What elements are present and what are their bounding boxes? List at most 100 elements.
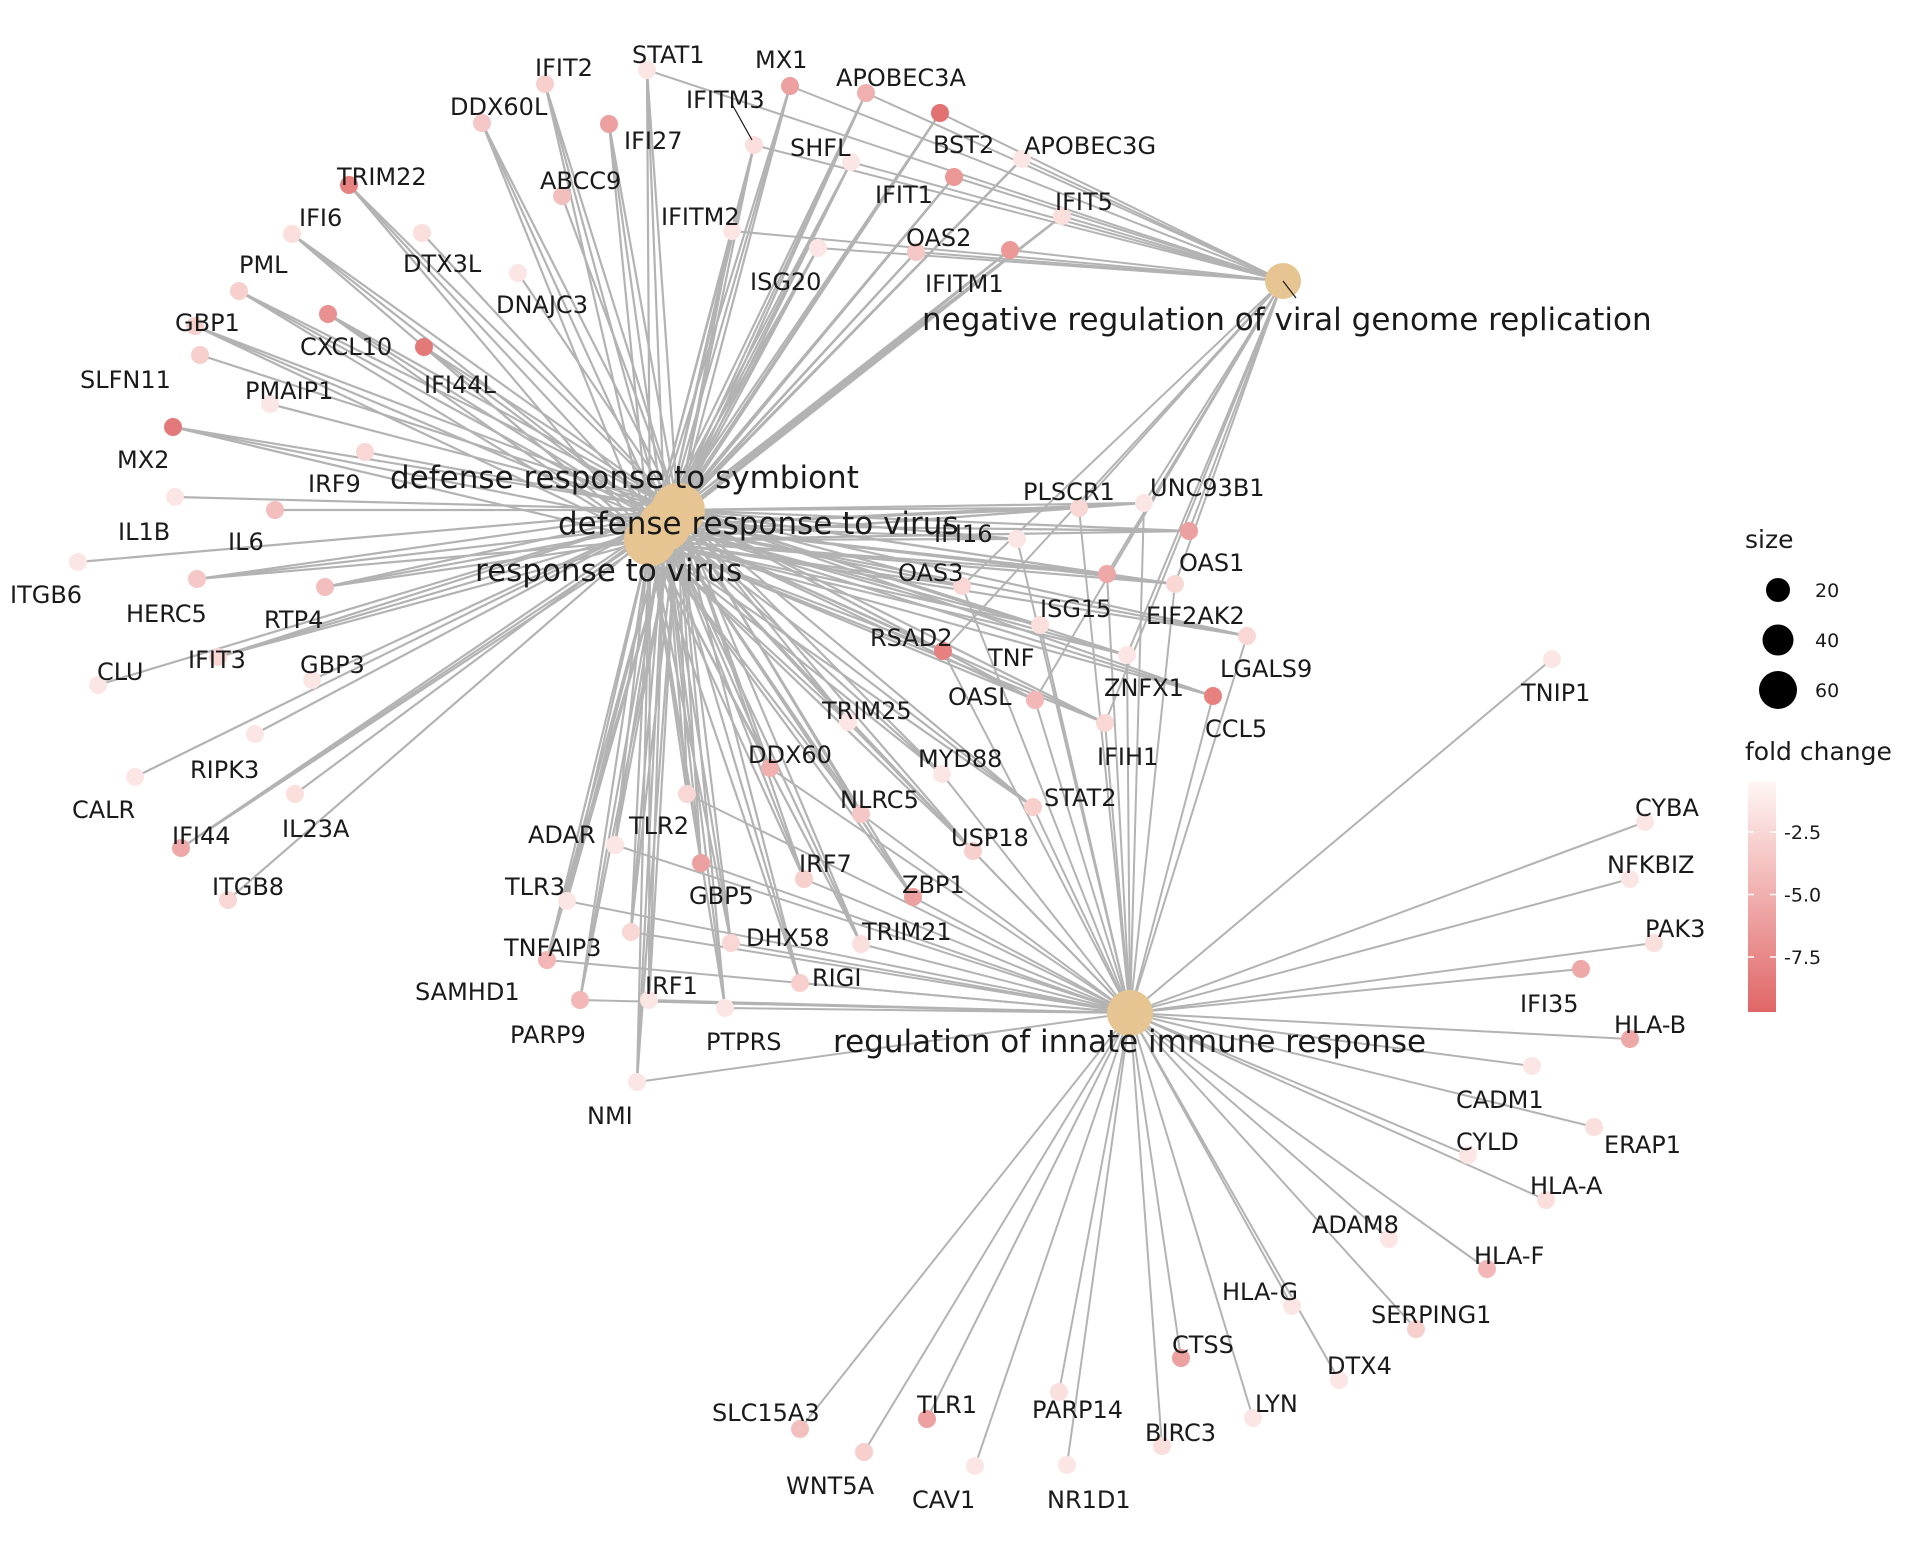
- edge: [663, 524, 733, 944]
- gene-node: [1070, 499, 1088, 517]
- gene-node: [1459, 1146, 1477, 1164]
- edge: [196, 523, 666, 581]
- gene-label: DTX3L: [403, 250, 482, 278]
- gene-node: [934, 642, 952, 660]
- gene-node: [1166, 575, 1184, 593]
- edge: [1058, 1012, 1131, 1393]
- gene-label: TNFAIP3: [503, 934, 601, 962]
- edge: [1129, 1012, 1340, 1381]
- gene-node: [1001, 241, 1019, 259]
- gene-label: TLR2: [628, 812, 689, 840]
- gene-label: SLFN11: [80, 366, 171, 394]
- gene-label: CYLD: [1456, 1128, 1519, 1156]
- gene-node: [1244, 1409, 1262, 1427]
- edge: [227, 509, 679, 901]
- gene-label: CLU: [97, 658, 144, 686]
- gene-label: MYD88: [918, 745, 1002, 773]
- gene-node: [1636, 813, 1654, 831]
- edge: [942, 650, 1131, 1014]
- gene-node: [1621, 870, 1639, 888]
- edge: [645, 69, 680, 511]
- gene-label: IFI44: [172, 822, 231, 850]
- gene-label: IRF9: [308, 470, 361, 498]
- gene-label: IFITM3: [686, 86, 765, 114]
- gene-node: [1008, 530, 1026, 548]
- gene-node: [1204, 687, 1222, 705]
- gene-node: [164, 418, 182, 436]
- gene-node: [1330, 1371, 1348, 1389]
- edge: [664, 523, 1106, 725]
- edge: [291, 233, 679, 511]
- gene-label: ABCC9: [540, 167, 621, 195]
- edge: [1129, 658, 1553, 1014]
- gene-node: [1645, 934, 1663, 952]
- edge: [1129, 635, 1248, 1014]
- edge: [1078, 507, 1131, 1014]
- edge: [1129, 502, 1145, 1014]
- edge: [196, 538, 651, 581]
- edge: [1129, 1012, 1182, 1359]
- gene-node: [1058, 1456, 1076, 1474]
- gene-label: IL1B: [118, 518, 170, 546]
- edge: [77, 508, 679, 564]
- edge: [676, 509, 733, 944]
- gene-label: IFITM1: [925, 270, 1004, 298]
- edge: [545, 539, 652, 961]
- edge: [1129, 1012, 1595, 1128]
- gene-label: IFIT1: [875, 181, 933, 209]
- edge: [664, 523, 1018, 541]
- edge: [799, 982, 1131, 1014]
- edge: [607, 123, 667, 526]
- edge: [664, 501, 1145, 527]
- edge: [635, 509, 680, 1083]
- gene-label: RIPK3: [190, 756, 259, 784]
- gene-label: NMI: [587, 1102, 633, 1130]
- gene-label: CCL5: [1205, 715, 1267, 743]
- gene-label: MX2: [117, 446, 169, 474]
- gene-node: [1537, 1191, 1555, 1209]
- edge: [664, 524, 914, 898]
- edge: [664, 524, 1034, 808]
- gene-label: CADM1: [1456, 1086, 1544, 1114]
- edge: [324, 508, 679, 589]
- edge: [645, 69, 652, 541]
- edge: [645, 69, 667, 526]
- gene-node: [931, 104, 949, 122]
- gene-label: USP18: [951, 824, 1029, 852]
- edge: [614, 844, 1131, 1014]
- gene-label: WNT5A: [786, 1472, 875, 1500]
- gene-node: [1153, 1437, 1171, 1455]
- edge: [676, 509, 727, 1009]
- gene-label: OAS2: [906, 224, 971, 252]
- edge: [649, 539, 1034, 808]
- gene-node: [1523, 1057, 1541, 1075]
- gene-node: [622, 923, 640, 941]
- edge: [677, 508, 1248, 638]
- gene-label: SLC15A3: [712, 1399, 820, 1427]
- gene-node: [1585, 1118, 1603, 1136]
- gene-label: TNIP1: [1520, 679, 1590, 707]
- gene-label: LGALS9: [1220, 655, 1312, 683]
- gene-node: [219, 891, 237, 909]
- gene-node: [1180, 522, 1198, 540]
- gene-node: [1026, 691, 1044, 709]
- gene-label: UNC93B1: [1150, 474, 1265, 502]
- gene-label: LYN: [1255, 1390, 1298, 1418]
- edge: [635, 524, 667, 1083]
- edge: [254, 509, 679, 735]
- gene-label: GBP1: [175, 309, 240, 337]
- colorbar-tick-label: -2.5: [1784, 822, 1821, 844]
- gene-node: [1098, 565, 1116, 583]
- edge: [217, 508, 679, 659]
- edge: [1104, 280, 1284, 724]
- gene-node: [953, 577, 971, 595]
- edge: [194, 324, 679, 512]
- label-leader-line: [732, 105, 753, 141]
- edge: [174, 495, 679, 512]
- gene-label: IL23A: [282, 815, 350, 843]
- edge: [677, 508, 1214, 698]
- size-legend-label: 40: [1815, 630, 1839, 652]
- gene-node: [1050, 1383, 1068, 1401]
- gene-node: [1407, 1320, 1425, 1338]
- edge: [635, 539, 652, 1083]
